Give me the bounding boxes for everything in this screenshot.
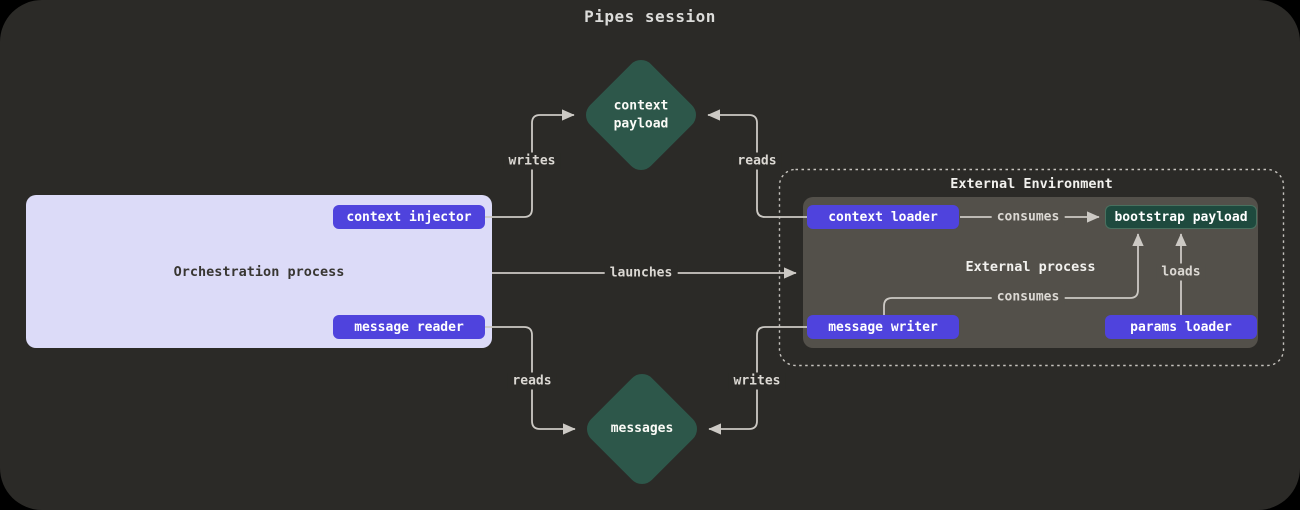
page-title: Pipes session bbox=[584, 7, 716, 26]
messages-label: messages bbox=[610, 421, 674, 437]
edge-label-loads: loads bbox=[1156, 263, 1206, 281]
edge-label-writes-bottom: writes bbox=[728, 372, 786, 390]
edge-label-reads-bottom: reads bbox=[507, 372, 557, 390]
message-reader-button: message reader bbox=[333, 315, 485, 339]
context-injector-button: context injector bbox=[333, 205, 485, 229]
message-writer-button: message writer bbox=[807, 315, 959, 339]
external-environment-label: External Environment bbox=[950, 176, 1113, 192]
bootstrap-payload-node: bootstrap payload bbox=[1105, 205, 1257, 229]
context-loader-button: context loader bbox=[807, 205, 959, 229]
edge-label-reads-top: reads bbox=[732, 152, 782, 170]
external-environment-dashed-border bbox=[778, 168, 1285, 367]
external-environment-box: External Environment bbox=[779, 169, 1284, 366]
edge-label-launches: launches bbox=[604, 264, 678, 282]
external-process-label: External process bbox=[965, 259, 1096, 275]
edge-label-consumes-top: consumes bbox=[991, 208, 1065, 226]
edge-label-writes-top: writes bbox=[503, 152, 561, 170]
orchestration-process-label: Orchestration process bbox=[173, 263, 345, 280]
edge-label-consumes-bottom: consumes bbox=[991, 288, 1065, 306]
context-payload-label: context payload bbox=[613, 98, 669, 131]
params-loader-button: params loader bbox=[1105, 315, 1257, 339]
